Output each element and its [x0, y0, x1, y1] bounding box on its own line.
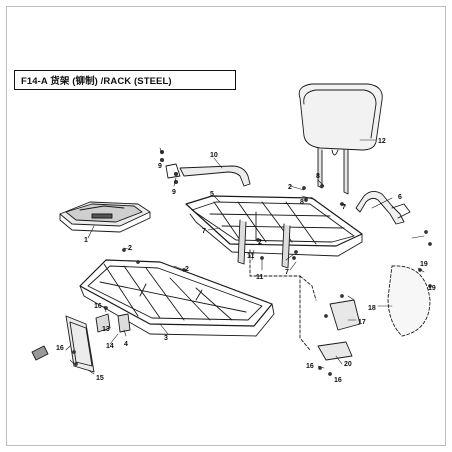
bracket-14	[95, 313, 131, 333]
callout-11: 11	[247, 253, 255, 260]
callout-labels: 1 2 2 2 2 3 4 5 6 7 7 7 8 8 9 9 10 11 11…	[56, 138, 436, 384]
callout-17: 17	[358, 319, 366, 326]
callout-4: 4	[124, 341, 128, 348]
callout-15: 15	[96, 375, 104, 382]
callout-16: 16	[334, 377, 342, 384]
upper-rack-frame	[185, 195, 363, 269]
callout-2: 2	[258, 239, 262, 246]
callout-5: 5	[210, 191, 214, 198]
callout-3: 3	[164, 335, 168, 342]
top-plate	[59, 201, 151, 233]
side-handle	[355, 191, 411, 225]
lower-rack-frame	[79, 259, 275, 337]
callout-1: 1	[84, 237, 88, 244]
callout-16: 16	[306, 363, 314, 370]
diagram-frame	[6, 6, 446, 446]
callout-9: 9	[158, 163, 162, 170]
mounting-plate	[65, 315, 95, 373]
callout-2: 2	[288, 184, 292, 191]
callout-2: 2	[128, 245, 132, 252]
callout-2: 2	[185, 266, 189, 273]
grab-handle	[165, 163, 251, 187]
callout-7: 7	[342, 204, 346, 211]
callout-6: 6	[398, 194, 402, 201]
callout-13: 13	[102, 326, 110, 333]
diagram-title: F14-A 货架 (铆制) /RACK (STEEL)	[14, 70, 236, 90]
callout-18: 18	[368, 305, 376, 312]
reflector	[31, 345, 49, 361]
backrest-pad	[298, 83, 383, 195]
callout-7: 7	[285, 269, 289, 276]
callout-19: 19	[420, 261, 428, 268]
callout-8: 8	[300, 199, 304, 206]
leader-lines	[65, 139, 425, 375]
callout-9: 9	[172, 189, 176, 196]
tail-light-housing	[387, 265, 431, 337]
callout-16: 16	[94, 303, 102, 310]
callout-16: 16	[56, 345, 64, 352]
callout-20: 20	[344, 361, 352, 368]
callout-19: 19	[428, 285, 436, 292]
harness-dashed-line	[249, 249, 317, 351]
callout-14: 14	[106, 343, 114, 350]
callout-11: 11	[256, 274, 264, 281]
callout-7: 7	[202, 228, 206, 235]
callout-8: 8	[316, 173, 320, 180]
license-bracket	[317, 299, 361, 361]
callout-12: 12	[378, 138, 386, 145]
callout-10: 10	[210, 152, 218, 159]
